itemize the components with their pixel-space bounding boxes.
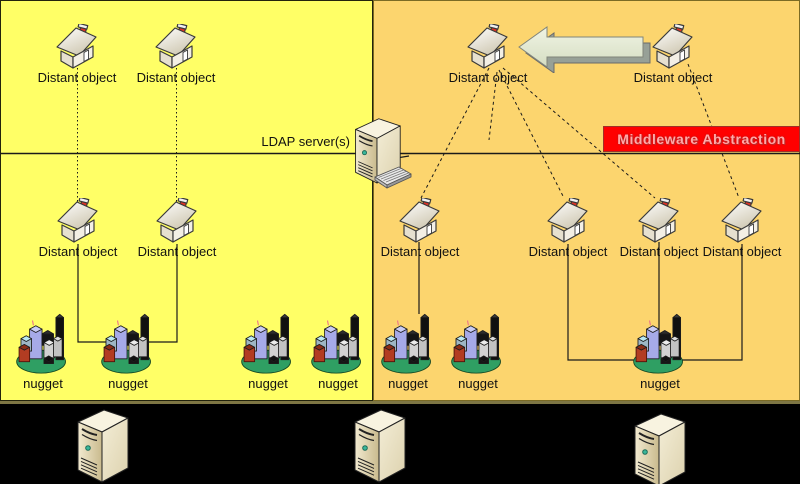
house-icon: [155, 198, 199, 244]
nugget-node: nugget: [353, 309, 463, 391]
nugget-node: nugget: [0, 309, 98, 391]
city-nugget-icon: [631, 309, 689, 376]
keyboard-icon: [374, 166, 412, 191]
nugget-label: nugget: [640, 376, 680, 391]
nugget-node: nugget: [605, 309, 715, 391]
backbone-server-icon: [631, 410, 687, 484]
house-icon: [637, 198, 681, 244]
nugget-label: nugget: [458, 376, 498, 391]
house-label: Distant object: [633, 70, 713, 85]
distant-object-node: Distant object: [365, 198, 475, 259]
distant-object-node: Distant object: [22, 24, 132, 85]
house-label: Distant object: [702, 244, 782, 259]
nugget-node: nugget: [423, 309, 533, 391]
distant-object-node: Distant object: [122, 198, 232, 259]
nugget-label: nugget: [388, 376, 428, 391]
house-icon: [56, 198, 100, 244]
house-icon: [466, 24, 510, 70]
house-icon: [546, 198, 590, 244]
nugget-node: nugget: [73, 309, 183, 391]
nugget-label: nugget: [318, 376, 358, 391]
backbone-server-icon: [74, 406, 130, 484]
backbone-server-icon: [351, 406, 407, 484]
city-nugget-icon: [99, 309, 157, 376]
house-icon: [398, 198, 442, 244]
house-label: Distant object: [38, 244, 118, 259]
house-icon: [720, 198, 764, 244]
zone-bottom-border: [0, 401, 800, 404]
ldap-server-label: LDAP server(s): [261, 134, 350, 149]
middleware-banner: Middleware Abstraction: [603, 126, 800, 152]
house-icon: [154, 24, 198, 70]
nugget-label: nugget: [248, 376, 288, 391]
house-icon: [55, 24, 99, 70]
house-label: Distant object: [136, 70, 216, 85]
house-icon: [651, 24, 695, 70]
nugget-node: nugget: [283, 309, 393, 391]
distant-object-node: Distant object: [687, 198, 797, 259]
nugget-label: nugget: [23, 376, 63, 391]
house-label: Distant object: [37, 70, 117, 85]
nugget-label: nugget: [108, 376, 148, 391]
distant-object-node: Distant object: [23, 198, 133, 259]
city-nugget-icon: [14, 309, 72, 376]
house-label: Distant object: [137, 244, 217, 259]
house-label: Distant object: [448, 70, 528, 85]
city-nugget-icon: [449, 309, 507, 376]
middleware-banner-label: Middleware Abstraction: [617, 131, 786, 147]
distant-object-node: Distant object: [121, 24, 231, 85]
left-block-arrow-icon: [518, 26, 651, 73]
nugget-node: nugget: [213, 309, 323, 391]
house-label: Distant object: [380, 244, 460, 259]
